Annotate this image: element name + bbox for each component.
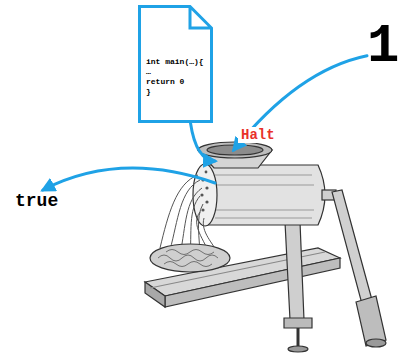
output-value: true bbox=[15, 190, 77, 214]
source-file-text: return 0 bbox=[146, 77, 213, 87]
source-file-text: } bbox=[146, 87, 213, 97]
crank-handle bbox=[356, 296, 386, 346]
source-file-text: int main(…){ bbox=[146, 57, 213, 67]
output-value-text: true bbox=[15, 190, 77, 212]
flow-arrow bbox=[43, 168, 215, 190]
clamp-screw bbox=[297, 328, 300, 348]
handle-end bbox=[366, 339, 386, 347]
input-number: 1 bbox=[367, 22, 409, 74]
clamp-arm bbox=[285, 222, 304, 320]
body-hatch bbox=[215, 217, 312, 218]
meat-pile bbox=[150, 244, 230, 272]
grinder-body bbox=[205, 165, 325, 225]
body-hatch bbox=[215, 209, 314, 210]
face-plate bbox=[193, 164, 217, 226]
source-file-text: … bbox=[146, 67, 213, 77]
input-number-text: 1 bbox=[367, 22, 409, 72]
body-hatch bbox=[215, 184, 314, 185]
halt-grinder-text: Halt bbox=[238, 127, 278, 143]
clamp-knob bbox=[288, 346, 308, 352]
hopper-rim bbox=[198, 142, 272, 158]
clamp-foot bbox=[284, 318, 312, 328]
halt-grinder: Halt bbox=[215, 150, 290, 205]
flow-arrow bbox=[234, 56, 367, 150]
hopper-mouth bbox=[207, 145, 263, 155]
flow-arrow bbox=[191, 123, 216, 161]
crank-arm bbox=[332, 190, 372, 304]
body-hatch bbox=[215, 174, 312, 175]
source-file: int main(…){…return 0} bbox=[138, 5, 213, 123]
